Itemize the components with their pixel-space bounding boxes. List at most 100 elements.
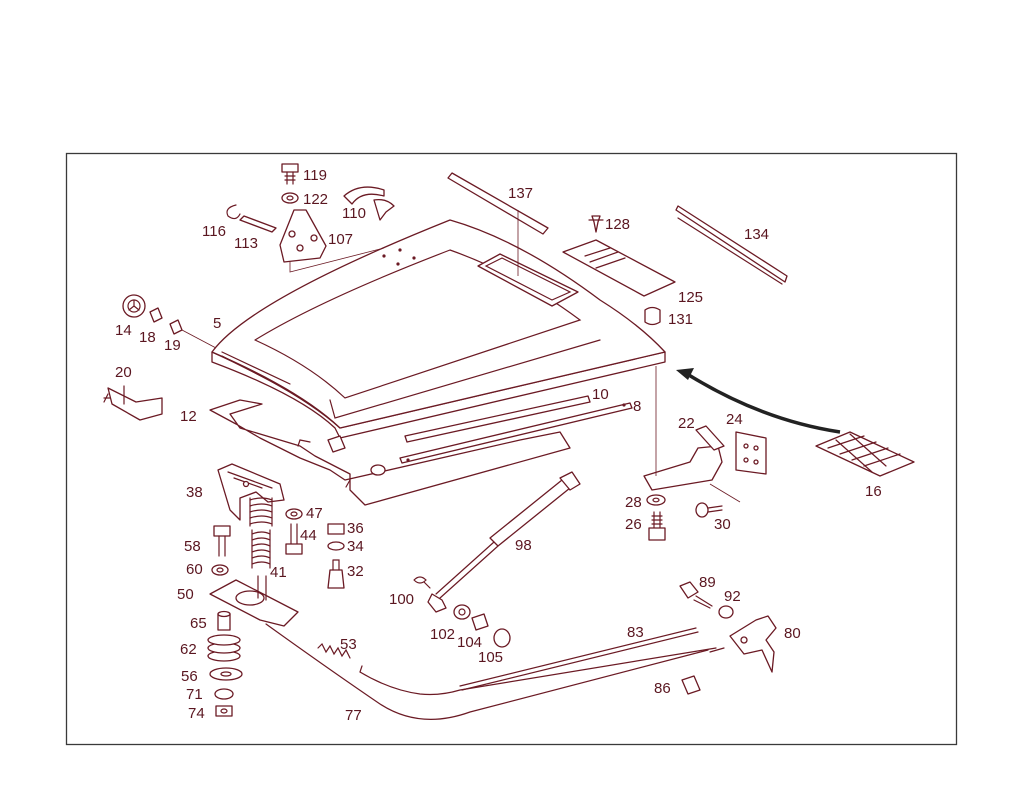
screw-119 bbox=[281, 163, 299, 185]
label-10: 10 bbox=[592, 386, 609, 403]
hinge-22 bbox=[643, 366, 741, 503]
washer-102 bbox=[453, 604, 471, 620]
stop-32 bbox=[327, 559, 345, 589]
label-134: 134 bbox=[744, 226, 769, 243]
nut-19 bbox=[169, 319, 217, 349]
hood-panel bbox=[211, 219, 666, 439]
label-30: 30 bbox=[714, 516, 731, 533]
seal-strip-134 bbox=[675, 205, 788, 285]
label-83: 83 bbox=[627, 624, 644, 641]
label-44: 44 bbox=[300, 527, 317, 544]
label-77: 77 bbox=[345, 707, 362, 724]
emblem-14 bbox=[122, 294, 146, 318]
label-36: 36 bbox=[347, 520, 364, 537]
plug-131 bbox=[644, 306, 661, 326]
label-137: 137 bbox=[508, 185, 533, 202]
spring-41 bbox=[249, 497, 273, 569]
washer-47 bbox=[285, 508, 303, 520]
clip-128 bbox=[588, 215, 604, 233]
label-119: 119 bbox=[303, 167, 327, 184]
label-16: 16 bbox=[865, 483, 882, 500]
washer-122 bbox=[281, 192, 299, 204]
spring-53 bbox=[317, 642, 351, 659]
bushing-92 bbox=[718, 605, 734, 619]
label-5: 5 bbox=[213, 315, 221, 332]
label-22: 22 bbox=[678, 415, 695, 432]
label-50: 50 bbox=[177, 586, 194, 603]
lock-bracket-38 bbox=[217, 463, 285, 521]
label-26: 26 bbox=[625, 516, 642, 533]
label-105: 105 bbox=[478, 649, 503, 666]
nut-104 bbox=[471, 613, 489, 631]
label-71: 71 bbox=[186, 686, 203, 703]
label-18: 18 bbox=[139, 329, 156, 346]
screw-30 bbox=[695, 502, 723, 518]
label-104: 104 bbox=[457, 634, 482, 651]
insert-16 bbox=[815, 431, 915, 477]
label-20: 20 bbox=[115, 364, 132, 381]
rod-83 bbox=[459, 627, 699, 691]
bracket-107 bbox=[279, 209, 385, 273]
label-86: 86 bbox=[654, 680, 671, 697]
bushing-62 bbox=[207, 634, 241, 662]
label-128: 128 bbox=[605, 216, 630, 233]
label-47: 47 bbox=[306, 505, 323, 522]
nut-36 bbox=[327, 523, 345, 535]
label-131: 131 bbox=[668, 311, 693, 328]
bolt-26 bbox=[648, 511, 666, 541]
label-80: 80 bbox=[784, 625, 801, 642]
bolt-89 bbox=[679, 581, 713, 609]
diagram-frame bbox=[65, 152, 958, 746]
label-60: 60 bbox=[186, 561, 203, 578]
clip-116 bbox=[226, 204, 241, 220]
label-32: 32 bbox=[347, 563, 364, 580]
label-62: 62 bbox=[180, 641, 197, 658]
label-98: 98 bbox=[515, 537, 532, 554]
label-41: 41 bbox=[270, 564, 287, 581]
gas-strut-98 bbox=[427, 471, 581, 613]
washer-71 bbox=[214, 688, 234, 700]
latch-110 bbox=[343, 186, 395, 221]
label-28: 28 bbox=[625, 494, 642, 511]
label-34: 34 bbox=[347, 538, 364, 555]
washer-60 bbox=[211, 564, 229, 576]
label-56: 56 bbox=[181, 668, 198, 685]
label-8: 8 bbox=[633, 398, 641, 415]
label-107: 107 bbox=[328, 231, 353, 248]
label-110: 110 bbox=[342, 205, 366, 222]
washer-34 bbox=[327, 541, 345, 551]
arrow-16 bbox=[676, 368, 841, 434]
nut-74 bbox=[215, 705, 233, 717]
label-19: 19 bbox=[164, 337, 181, 354]
pin-113 bbox=[239, 215, 277, 233]
hinge-20 bbox=[103, 385, 163, 421]
latch-80 bbox=[709, 615, 777, 673]
label-65: 65 bbox=[190, 615, 207, 632]
label-74: 74 bbox=[188, 705, 205, 722]
base-plate-50 bbox=[209, 575, 299, 627]
hood-inner-frame bbox=[209, 395, 633, 506]
label-125: 125 bbox=[678, 289, 703, 306]
label-102: 102 bbox=[430, 626, 455, 643]
cap-105 bbox=[493, 628, 511, 648]
cable-77 bbox=[265, 623, 717, 720]
label-58: 58 bbox=[184, 538, 201, 555]
label-113: 113 bbox=[234, 235, 258, 252]
label-38: 38 bbox=[186, 484, 203, 501]
plate-24 bbox=[735, 431, 767, 475]
pad-125 bbox=[562, 239, 676, 297]
label-24: 24 bbox=[726, 411, 743, 428]
clip-100 bbox=[413, 576, 431, 589]
stop-86 bbox=[681, 675, 701, 695]
label-100: 100 bbox=[389, 591, 414, 608]
sleeve-65 bbox=[217, 610, 231, 631]
washer-28 bbox=[646, 494, 666, 506]
bolt-58 bbox=[213, 525, 231, 557]
label-14: 14 bbox=[115, 322, 132, 339]
label-122: 122 bbox=[303, 191, 328, 208]
rod-137 bbox=[447, 172, 549, 276]
label-92: 92 bbox=[724, 588, 741, 605]
nut-18 bbox=[149, 307, 163, 323]
label-89: 89 bbox=[699, 574, 716, 591]
